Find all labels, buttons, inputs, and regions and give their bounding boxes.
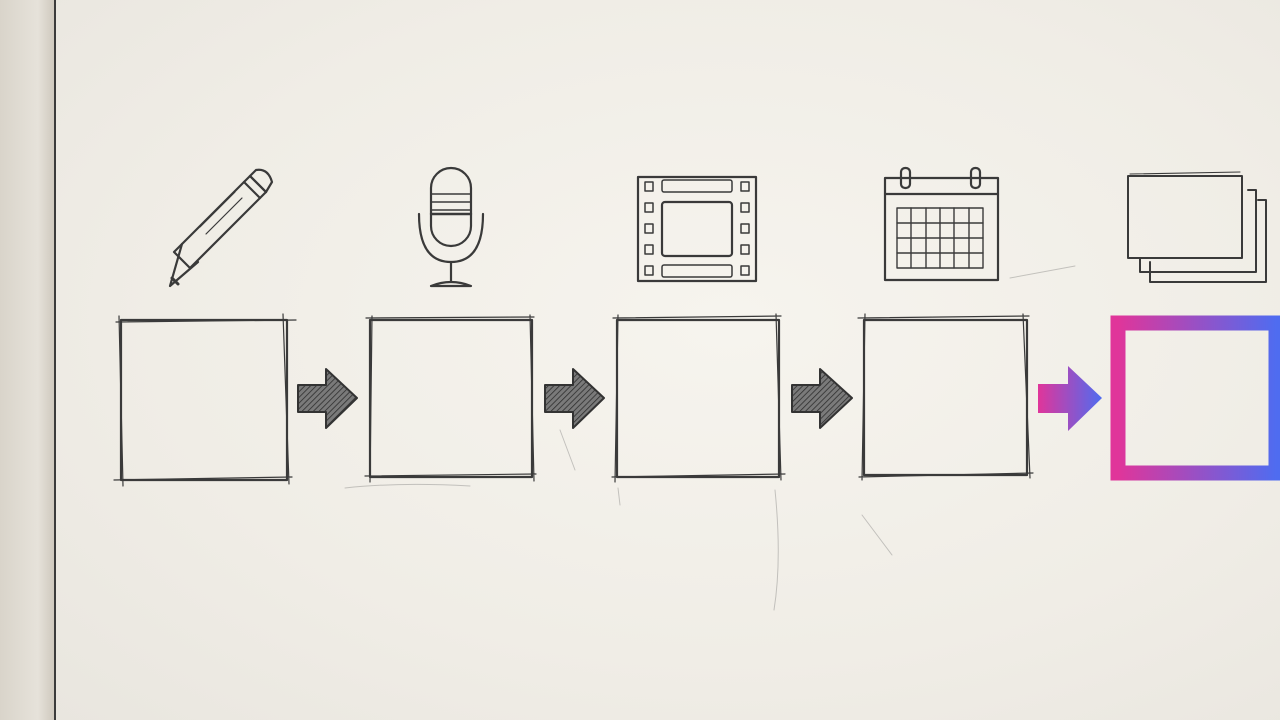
pencil-smudges (344, 265, 1076, 611)
step-box-4 (857, 313, 1034, 481)
step-box-1 (113, 313, 297, 487)
arrow-1 (297, 368, 358, 429)
paper-sheet (56, 0, 1280, 720)
step-box-3 (611, 313, 786, 483)
stacked-cards-icon (1127, 171, 1267, 283)
arrow-3 (791, 368, 853, 429)
step-box-2 (364, 314, 537, 483)
arrow-4-highlighted (1038, 366, 1102, 431)
arrow-2 (544, 368, 605, 429)
notebook-spine (0, 0, 56, 720)
microphone-icon (417, 166, 485, 288)
calendar-icon (883, 166, 1000, 282)
pencil-icon (168, 168, 274, 288)
step-box-5-highlighted (1110, 315, 1280, 481)
film-strip-icon (636, 175, 758, 283)
